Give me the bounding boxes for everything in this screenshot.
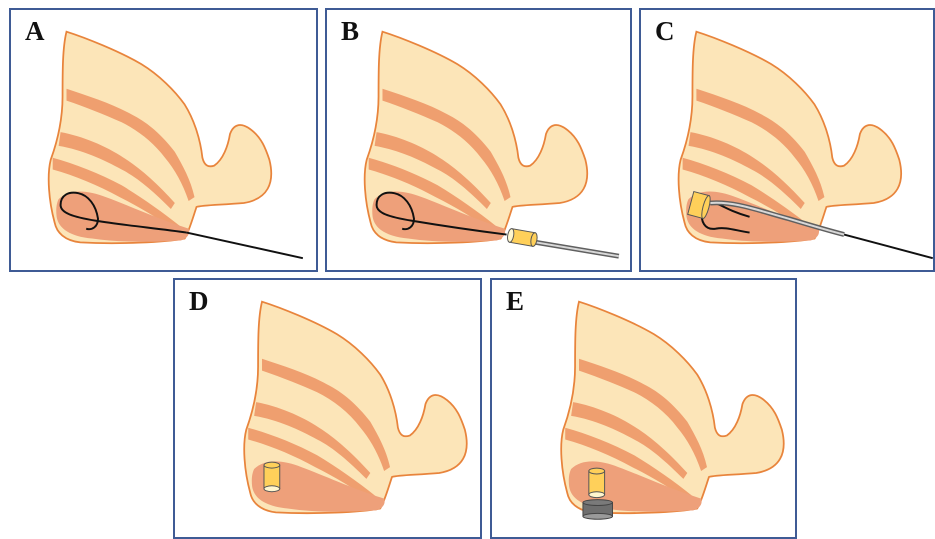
panel-c: C [639, 8, 935, 272]
anatomy-illustration [11, 10, 316, 270]
panel-d: D [173, 278, 482, 539]
implant-in-cavity [264, 462, 280, 492]
panel-a: A [9, 8, 318, 272]
panel-label: B [341, 16, 359, 47]
straight-wire [844, 235, 933, 259]
panel-label: C [655, 16, 675, 47]
anatomy-illustration [492, 280, 795, 537]
panel-label: A [25, 16, 45, 47]
implant-in-cavity [589, 468, 605, 498]
anatomy-illustration [641, 10, 933, 270]
panel-e: E [490, 278, 797, 539]
panel-label: D [189, 286, 209, 317]
panel-label: E [506, 286, 524, 317]
straight-wire [187, 233, 303, 259]
catheter-lumen [524, 240, 619, 256]
panel-b: B [325, 8, 632, 272]
anatomy-illustration [175, 280, 480, 537]
anatomy-illustration [327, 10, 630, 270]
sealing-cap [583, 500, 613, 520]
implant-on-catheter [507, 228, 538, 247]
